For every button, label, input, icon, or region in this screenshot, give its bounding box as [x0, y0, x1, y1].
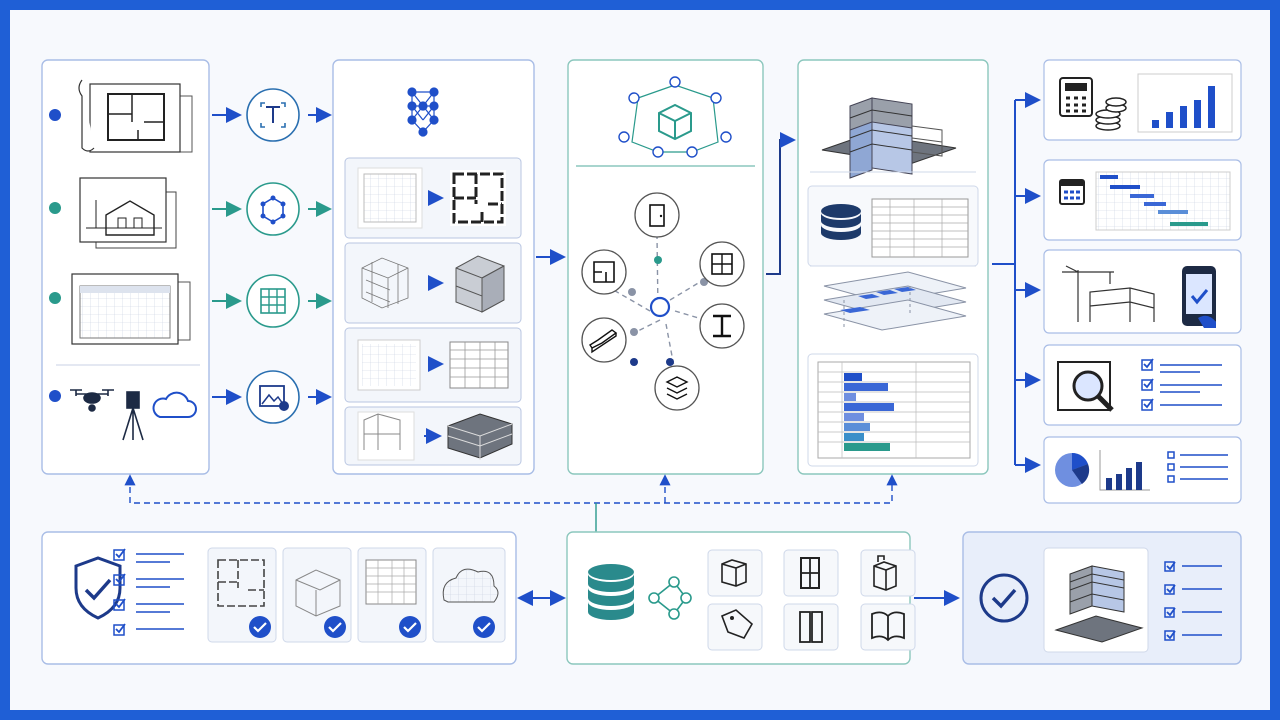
spreadsheet-icon: [71, 273, 191, 345]
verified-point-cloud: [432, 547, 506, 643]
knowledge-graph-panel: [567, 59, 764, 475]
table-extraction: [344, 327, 522, 403]
inputs-panel: [41, 59, 210, 475]
output-site: [1043, 249, 1242, 334]
grid-table-icon: [246, 274, 300, 328]
checklist-icon: [1164, 561, 1222, 641]
database-icon: [588, 564, 634, 620]
beam-node-icon: [699, 303, 745, 349]
hub-node: [649, 296, 671, 318]
library-items: [707, 549, 916, 651]
verified-model: [282, 547, 352, 643]
output-inspection: [1043, 344, 1242, 426]
input-arrows: [212, 107, 332, 405]
window-icon: [800, 557, 820, 589]
feedback-loop: [124, 474, 898, 504]
list-icon: [1167, 451, 1228, 483]
door-node-icon: [634, 192, 680, 238]
door-icon: [799, 611, 823, 643]
stair-node-icon: [581, 317, 627, 363]
floor-node-icon: [654, 365, 700, 411]
diagram-frame: [10, 10, 1270, 710]
layered-floors-icon: [823, 271, 967, 331]
verified-table: [357, 547, 427, 643]
building-elevation-icon: [79, 177, 177, 249]
output-analytics: [1043, 436, 1242, 504]
wall-node-icon: [581, 249, 627, 295]
node-graph-icon: [246, 182, 300, 236]
bullet-teal: [49, 292, 61, 304]
cloud-icon: [152, 391, 197, 418]
coins-icon: [1095, 97, 1127, 131]
bar-chart-icon: [1137, 73, 1233, 133]
graph-edges: [609, 235, 713, 373]
bar-chart-icon: [1099, 450, 1150, 491]
check-circle-icon: [979, 573, 1029, 623]
book-icon: [871, 611, 905, 642]
cube-network-icon: [618, 76, 732, 158]
output-arrows: [992, 92, 1041, 473]
checklist-icon: [113, 548, 184, 636]
text-recognition-icon: [246, 88, 300, 142]
appliance-icon: [721, 559, 747, 587]
result-panel: [962, 531, 1242, 665]
shield-check-icon: [74, 556, 122, 620]
building-model-icon: [821, 97, 957, 179]
floor-plan-icon: [78, 79, 193, 153]
image-icon: [246, 370, 300, 424]
share-icon: [648, 576, 692, 620]
neural-network-icon: [407, 87, 439, 137]
calendar-icon: [1059, 179, 1085, 205]
gantt-chart-icon: [1095, 171, 1231, 231]
pie-chart-icon: [1055, 452, 1090, 487]
library-panel: [566, 531, 916, 665]
mobile-check-icon: [1182, 266, 1216, 328]
processing-panel: [332, 59, 535, 475]
inspection-icon: [1057, 361, 1114, 412]
scan-to-model: [344, 406, 522, 466]
tag-icon: [720, 609, 754, 639]
point-cloud-to-solid: [344, 242, 522, 324]
bullet-blue: [49, 390, 61, 402]
building-model-icon: [1054, 565, 1144, 643]
window-node-icon: [699, 241, 745, 287]
plan-vectorization: [344, 157, 522, 239]
total-station-icon: [122, 391, 144, 441]
output-cost: [1043, 59, 1242, 141]
model-panel: [797, 59, 989, 475]
property-table: [871, 198, 969, 258]
bullet-blue: [49, 109, 61, 121]
crane-icon: [1062, 265, 1155, 322]
calculator-icon: [1059, 77, 1093, 117]
output-schedule: [1043, 159, 1242, 241]
validation-panel: [41, 531, 517, 665]
cabinet-icon: [873, 555, 897, 591]
bullet-teal: [49, 202, 61, 214]
bar-table-icon: [817, 361, 971, 459]
database-icon: [821, 204, 861, 240]
checklist-icon: [1141, 358, 1222, 411]
verified-plan: [207, 547, 277, 643]
workflow-diagram: [41, 59, 1242, 665]
drone-icon: [70, 389, 114, 412]
